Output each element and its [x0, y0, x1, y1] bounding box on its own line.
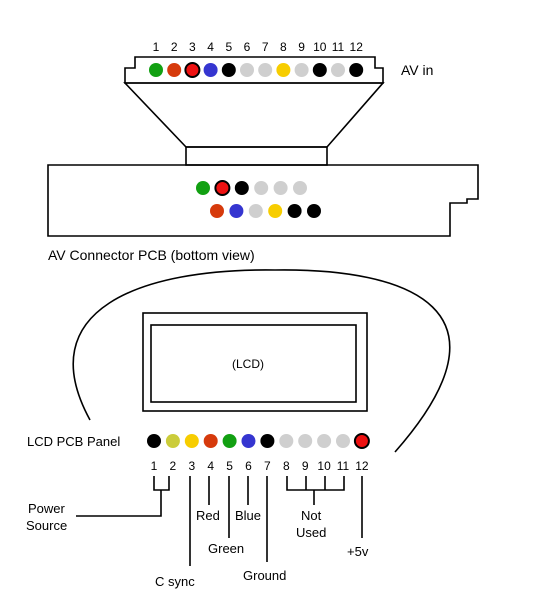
lcd-pin-1 [147, 434, 161, 448]
lcd-pin-number: 11 [337, 459, 350, 473]
lcd-pin-number: 5 [226, 459, 233, 473]
pcb-row2-pin-5 [287, 204, 302, 218]
av-in-pin-11 [331, 63, 345, 77]
pcb-row2-pin-4 [268, 204, 283, 218]
av-in-pin-number: 12 [350, 40, 364, 54]
blue-label: Blue [235, 508, 261, 523]
not-used-wire [286, 476, 345, 491]
av-in-pin-number: 9 [298, 40, 305, 54]
lcd-pin-10 [317, 434, 332, 448]
red-label: Red [196, 508, 220, 523]
power-source-label-2: Source [26, 518, 67, 533]
power-source-lead [76, 490, 162, 517]
lcd-pin-number: 8 [283, 459, 290, 473]
not-used-label: Not [301, 508, 322, 523]
pcb-row1-pin-2 [214, 180, 231, 196]
av-in-pin-number: 4 [207, 40, 214, 54]
av-in-plug-neck [123, 82, 385, 148]
av-in-pins [149, 62, 364, 78]
lcd-pin-3 [184, 434, 199, 448]
av-in-label: AV in [401, 62, 433, 78]
av-in-pin-number: 8 [280, 40, 287, 54]
av-in-pin-9 [294, 63, 309, 77]
av-in-pin-number: 2 [171, 40, 178, 54]
pcb-row1-pin-1 [196, 181, 210, 195]
pcb-row1-pin-3 [234, 181, 249, 195]
power-source-wire [153, 476, 170, 491]
av-in-pin-number: 10 [313, 40, 327, 54]
lcd-pin-8 [279, 434, 294, 448]
lcd-pin-5 [222, 434, 237, 448]
c-sync-label: C sync [155, 574, 195, 589]
av-in-pin-8 [276, 63, 291, 77]
pcb-row1-pin-4 [254, 181, 269, 195]
av-in-pin-number: 5 [225, 40, 232, 54]
plus-5v-label: +5v [347, 544, 369, 559]
av-connector-pcb: AV Connector PCB (bottom view) [47, 164, 479, 263]
av-in-pin-10 [312, 63, 327, 77]
lcd-pins [147, 433, 370, 449]
lcd-pin-11 [336, 434, 350, 448]
av-in-pin-number: 11 [332, 40, 345, 54]
av-in-pin-6 [240, 63, 254, 77]
power-source-label: Power [28, 501, 66, 516]
pcb-row2-pin-2 [229, 204, 244, 218]
lcd-pin-12 [353, 433, 370, 449]
av-in-pin-2 [167, 63, 182, 77]
pcb-row1-pin-5 [273, 181, 288, 195]
not-used-label-2: Used [296, 525, 326, 540]
pcb-row2-pin-3 [248, 204, 263, 218]
lcd-pin-number: 4 [207, 459, 214, 473]
av-in-pin-7 [258, 63, 273, 77]
av-in-pin-3 [184, 62, 201, 78]
av-in-pin-number: 1 [153, 40, 160, 54]
lcd-pin-7 [260, 434, 275, 448]
lcd-pin-number: 7 [264, 459, 271, 473]
lcd-pin-number: 1 [151, 459, 158, 473]
av-in-pin-4 [203, 63, 218, 77]
lcd-frame-inner [150, 324, 357, 403]
lcd-pin-number: 6 [245, 459, 252, 473]
lcd-pin-9 [298, 434, 313, 448]
lcd-housing-arc [72, 269, 451, 453]
av-in-pin-1 [149, 63, 163, 77]
lcd-panel-label: LCD PCB Panel [27, 434, 120, 449]
lcd-pin-6 [241, 434, 256, 448]
signal-labels: Power Source C sync Red Green Blue Groun… [26, 501, 369, 589]
lcd-pin-number: 9 [302, 459, 309, 473]
pcb-outline [47, 164, 479, 237]
ground-label: Ground [243, 568, 286, 583]
lcd-pin-2 [165, 434, 180, 448]
lcd-pin-number: 12 [355, 459, 369, 473]
green-label: Green [208, 541, 244, 556]
lcd-frame-outer [142, 312, 368, 412]
av-in-plug-base [185, 146, 328, 166]
av-in-pin-number: 3 [189, 40, 196, 54]
pcb-row1-pin-6 [293, 181, 307, 195]
pcb-label: AV Connector PCB (bottom view) [48, 247, 255, 263]
av-in-pin-5 [221, 63, 236, 77]
av-in-pin-number: 7 [262, 40, 269, 54]
av-in-pin-12 [349, 63, 364, 77]
pcb-row2-pin-6 [307, 204, 321, 218]
signal-wires [76, 476, 363, 566]
lcd-screen-label: (LCD) [232, 357, 264, 371]
lcd-pin-4 [203, 434, 218, 448]
lcd-pin-number: 2 [170, 459, 177, 473]
lcd-pin-number: 10 [317, 459, 331, 473]
pcb-row2-pin-1 [210, 204, 224, 218]
lcd-pin-number: 3 [188, 459, 195, 473]
pcb-pins [196, 180, 321, 218]
av-in-pin-number: 6 [244, 40, 251, 54]
